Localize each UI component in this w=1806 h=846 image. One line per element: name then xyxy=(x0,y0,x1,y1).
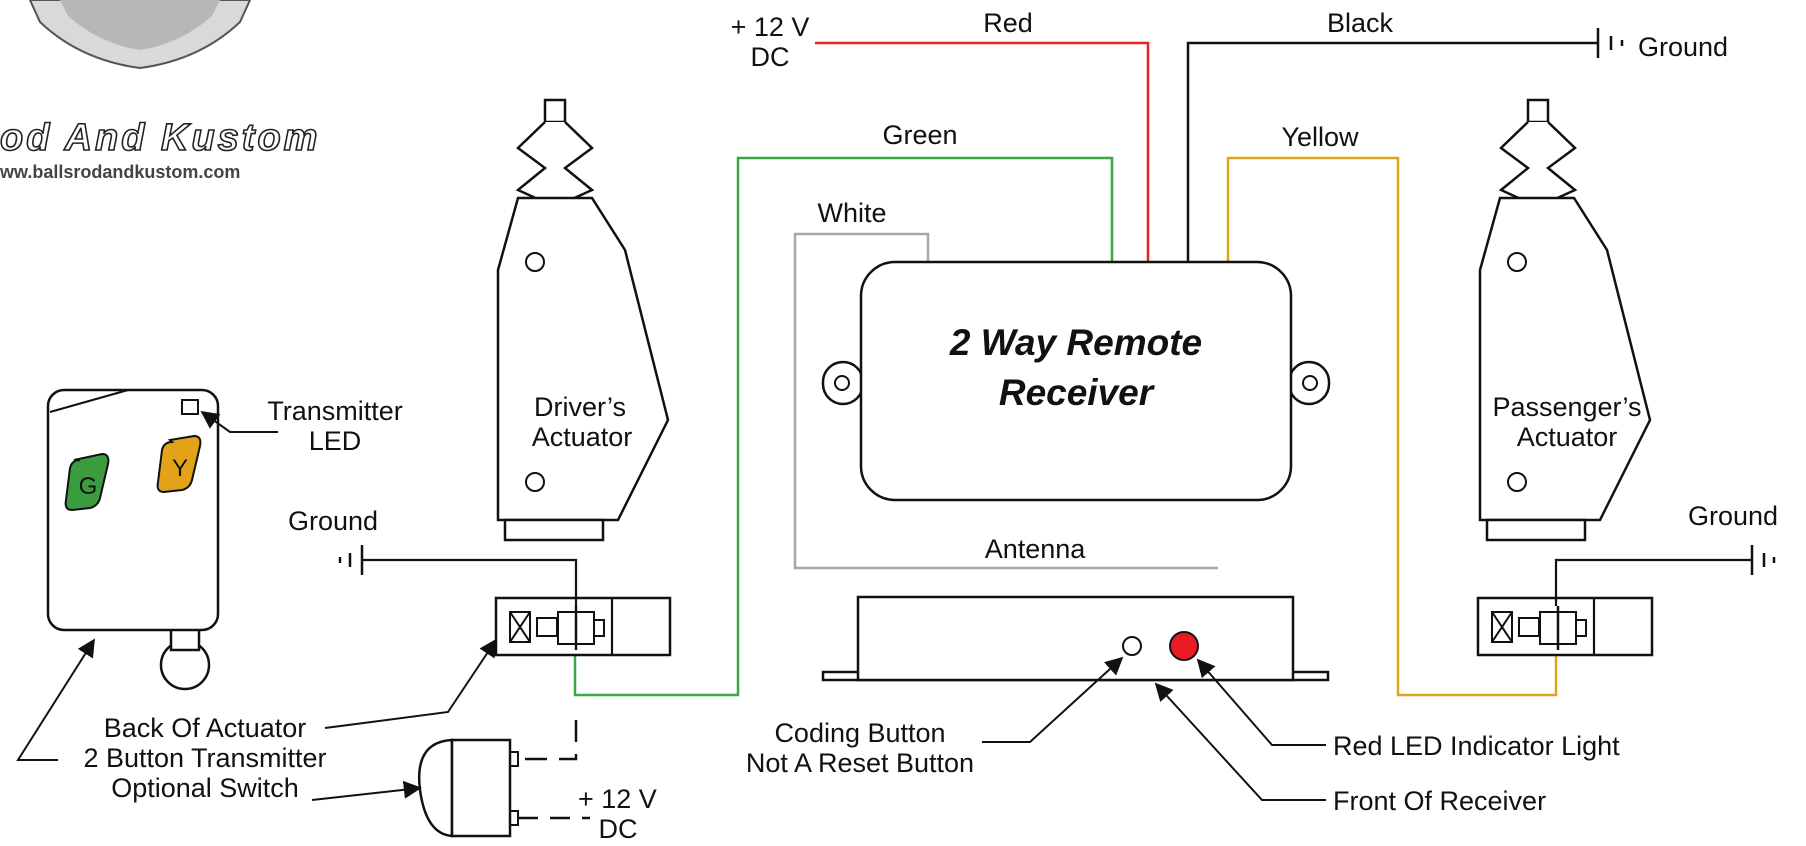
transmitter-led-label-line2: LED xyxy=(309,426,362,456)
transmitter-button-y[interactable] xyxy=(156,434,202,494)
transmitter-button-g-label: G xyxy=(79,473,98,500)
passenger-actuator-body xyxy=(1478,196,1652,522)
logo-badge-inner-icon xyxy=(60,0,220,50)
optional-switch-dome xyxy=(417,738,454,838)
callout-two-button-transmitter: 2 Button Transmitter xyxy=(83,743,326,773)
arrow-to-optional-switch xyxy=(311,780,422,801)
driver-actuator: Driver’s Actuator xyxy=(496,98,670,542)
passenger-actuator-bottom-hole xyxy=(1507,472,1527,492)
white-wire xyxy=(793,232,1218,570)
transmitter-led-arrow xyxy=(200,410,278,433)
power-bottom-line1: + 12 V xyxy=(578,784,657,814)
passenger-actuator-top-hole xyxy=(1507,252,1527,272)
receiver-right-tab xyxy=(1287,360,1331,406)
transmitter-led xyxy=(181,399,199,415)
ground-top-icon xyxy=(1596,28,1624,58)
driver-actuator-bottom-hole xyxy=(525,472,545,492)
transmitter-led-label-line1: Transmitter xyxy=(267,396,403,426)
power-bottom-line2: DC xyxy=(599,814,638,844)
green-wire-label: Green xyxy=(882,120,957,150)
arrow-to-receiver-front xyxy=(1154,682,1326,801)
black-wire-label: Black xyxy=(1327,8,1394,38)
passenger-actuator-label-line2: Actuator xyxy=(1517,422,1618,452)
passenger-actuator-back xyxy=(1476,596,1654,657)
arrow-to-coding-button xyxy=(982,656,1124,743)
receiver-left-mount-hole xyxy=(834,375,850,391)
callout-front-of-receiver: Front Of Receiver xyxy=(1333,786,1546,816)
transmitter: G Y xyxy=(46,388,220,691)
driver-fuse-icon xyxy=(509,611,531,643)
callout-coding-line2: Not A Reset Button xyxy=(746,748,974,778)
ground-right-label: Ground xyxy=(1688,501,1778,531)
receiver-title-line2: Receiver xyxy=(999,372,1156,413)
black-wire xyxy=(1186,41,1598,262)
passenger-fuse-icon xyxy=(1491,611,1513,643)
driver-actuator-top-hole xyxy=(525,252,545,272)
logo-text: od And Kustom xyxy=(0,117,320,159)
driver-actuator-base xyxy=(503,518,605,542)
passenger-actuator-base xyxy=(1485,518,1587,542)
driver-ground-wire xyxy=(362,558,578,606)
passenger-actuator-plunger-tip xyxy=(1526,98,1550,124)
arrow-to-transmitter xyxy=(16,638,95,761)
driver-actuator-label-line2: Actuator xyxy=(532,422,633,452)
yellow-wire-label: Yellow xyxy=(1281,122,1359,152)
ground-left-icon xyxy=(338,545,364,575)
power-top-line2: DC xyxy=(751,42,790,72)
receiver-front-body xyxy=(856,595,1295,682)
receiver: 2 Way Remote Receiver xyxy=(821,260,1331,502)
passenger-connector-housing xyxy=(1476,596,1654,657)
passenger-actuator-boot xyxy=(1498,121,1578,202)
driver-actuator-body xyxy=(496,196,670,522)
passenger-actuator-label-line1: Passenger’s xyxy=(1492,392,1641,422)
callout-coding-line1: Coding Button xyxy=(774,718,945,748)
antenna-label: Antenna xyxy=(985,534,1087,564)
receiver-left-tab xyxy=(821,360,865,406)
ground-top-label: Ground xyxy=(1638,32,1728,62)
arrow-to-actuator-back xyxy=(324,638,497,729)
driver-connector-housing xyxy=(494,596,672,657)
passenger-ground-wire xyxy=(1554,558,1752,606)
arrow-to-red-led xyxy=(1196,658,1326,746)
driver-actuator-back xyxy=(494,596,672,657)
receiver-body xyxy=(859,260,1293,502)
driver-actuator-boot xyxy=(515,121,595,202)
passenger-actuator: Passenger’s Actuator xyxy=(1478,98,1652,542)
switch-top-dashed-wire xyxy=(518,720,578,761)
green-wire xyxy=(573,156,1114,697)
transmitter-button-y-label: Y xyxy=(172,455,188,482)
coding-button[interactable] xyxy=(1122,636,1142,656)
callout-back-of-actuator: Back Of Actuator xyxy=(104,713,307,743)
logo: od And Kustom ww.ballsrodandkustom.com xyxy=(0,0,320,182)
red-led-indicator xyxy=(1169,631,1199,661)
red-wire xyxy=(815,41,1150,262)
callout-optional-switch: Optional Switch xyxy=(111,773,299,803)
power-top-line1: + 12 V xyxy=(731,12,810,42)
optional-switch xyxy=(417,738,519,838)
yellow-wire xyxy=(1226,156,1558,697)
receiver-title-line1: 2 Way Remote xyxy=(949,322,1202,363)
driver-actuator-plunger-tip xyxy=(543,98,567,124)
driver-actuator-label-line1: Driver’s xyxy=(534,392,626,422)
transmitter-keyring-neck xyxy=(169,626,201,652)
red-wire-label: Red xyxy=(983,8,1033,38)
optional-switch-body xyxy=(450,738,512,838)
ground-left-label: Ground xyxy=(288,506,378,536)
white-wire-label: White xyxy=(817,198,886,228)
receiver-right-mount-hole xyxy=(1302,375,1318,391)
transmitter-button-g[interactable] xyxy=(64,452,110,512)
ground-right-icon xyxy=(1750,545,1776,575)
receiver-front xyxy=(821,595,1330,682)
logo-url: ww.ballsrodandkustom.com xyxy=(0,162,240,182)
callout-red-led: Red LED Indicator Light xyxy=(1333,731,1620,761)
